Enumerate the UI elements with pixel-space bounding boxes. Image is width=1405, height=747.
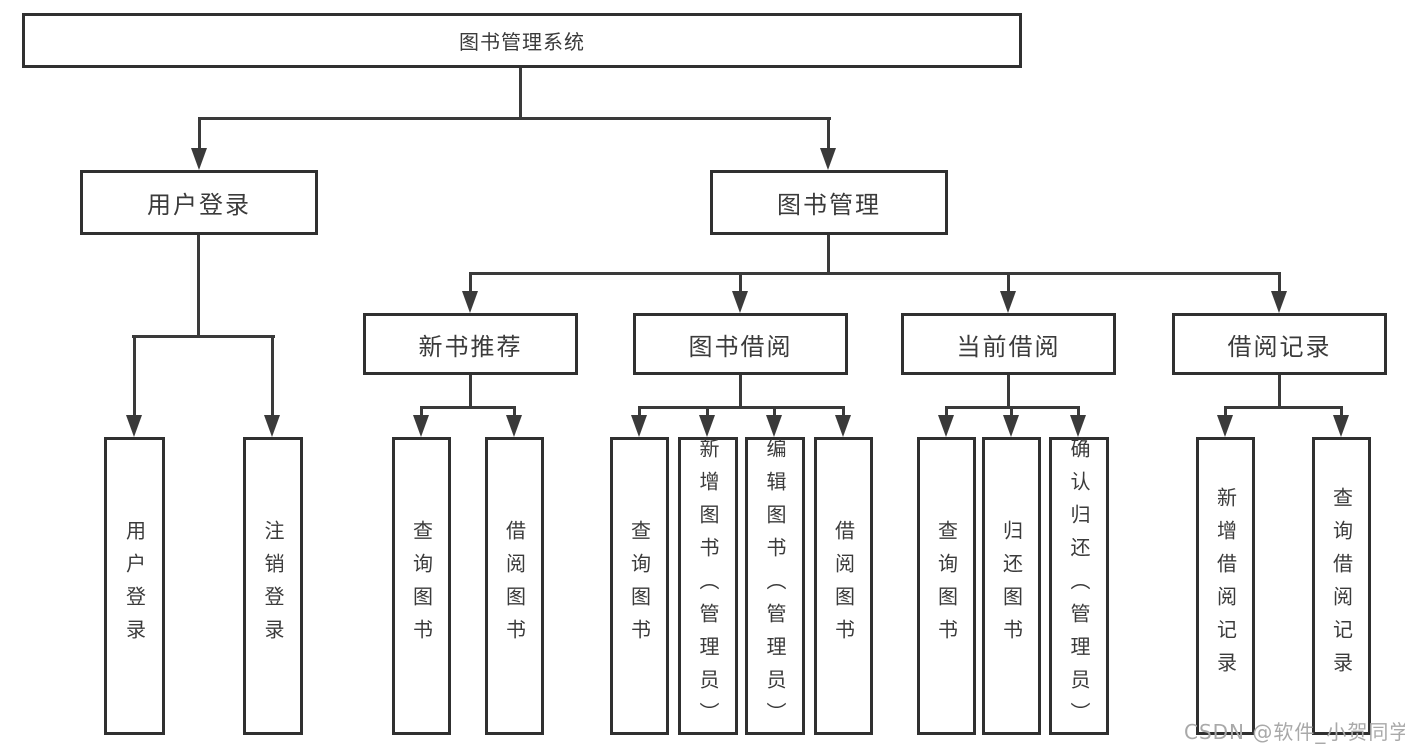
arrowhead-down-icon	[191, 148, 207, 170]
arrowhead-down-icon	[1000, 291, 1016, 313]
node-borrow-records-label: 借阅记录	[1227, 332, 1332, 361]
connector-user-login-rail	[132, 335, 275, 338]
arrowhead-down-icon	[126, 415, 142, 437]
leaf-return-book: 归还图书	[982, 437, 1041, 735]
node-book-borrow-label: 图书借阅	[688, 332, 793, 361]
arrowhead-down-icon	[631, 415, 647, 437]
connector-borrow-trunk	[739, 375, 742, 406]
node-root: 图书管理系统	[22, 13, 1022, 68]
leaf-borrow-query-book: 查询图书	[610, 437, 669, 735]
connector-root-trunk	[519, 68, 522, 117]
connector-stub	[773, 406, 776, 417]
arrowhead-down-icon	[732, 291, 748, 313]
leaf-borrow-query-book-label: 查询图书	[627, 520, 652, 652]
node-user-login: 用户登录	[80, 170, 318, 235]
leaf-logout: 注销登录	[243, 437, 303, 735]
connector-stub	[1340, 406, 1343, 417]
leaf-borrow-book: 借阅图书	[814, 437, 873, 735]
leaf-recommend-borrow-book-label: 借阅图书	[502, 520, 527, 652]
connector-stub-borrow-records	[1278, 272, 1281, 293]
leaf-edit-book-admin: 编辑图书（管理员）	[745, 437, 805, 735]
connector-stub	[513, 406, 516, 417]
leaf-add-borrow-record: 新增借阅记录	[1196, 437, 1255, 735]
connector-stub-leaf-logout	[271, 335, 274, 417]
connector-stub	[420, 406, 423, 417]
connector-current-trunk	[1007, 375, 1010, 406]
leaf-add-book-admin-label: 新增图书（管理员）	[696, 437, 720, 735]
connector-recommend-trunk	[469, 375, 472, 406]
arrowhead-down-icon	[1070, 415, 1086, 437]
connector-stub-current-borrow	[1007, 272, 1010, 293]
node-new-book-recommend: 新书推荐	[363, 313, 578, 375]
node-book-management: 图书管理	[710, 170, 948, 235]
connector-stub	[842, 406, 845, 417]
arrowhead-down-icon	[462, 291, 478, 313]
connector-stub-leaf-user-login	[133, 335, 136, 417]
connector-stub-book-management	[827, 117, 830, 150]
arrowhead-down-icon	[766, 415, 782, 437]
node-new-book-recommend-label: 新书推荐	[418, 332, 523, 361]
connector-stub	[1224, 406, 1227, 417]
connector-modules-rail	[469, 272, 1281, 275]
connector-stub	[1077, 406, 1080, 417]
leaf-recommend-borrow-book: 借阅图书	[485, 437, 544, 735]
leaf-query-borrow-record: 查询借阅记录	[1312, 437, 1371, 735]
leaf-recommend-query-book: 查询图书	[392, 437, 451, 735]
connector-stub	[945, 406, 948, 417]
leaf-confirm-return-admin: 确认归还（管理员）	[1049, 437, 1109, 735]
connector-recommend-rail	[420, 406, 516, 409]
leaf-recommend-query-book-label: 查询图书	[409, 520, 434, 652]
arrowhead-down-icon	[835, 415, 851, 437]
arrowhead-down-icon	[938, 415, 954, 437]
leaf-user-login: 用户登录	[104, 437, 165, 735]
leaf-return-book-label: 归还图书	[999, 520, 1024, 652]
node-current-borrow-label: 当前借阅	[956, 332, 1061, 361]
connector-stub	[638, 406, 641, 417]
node-borrow-records: 借阅记录	[1172, 313, 1387, 375]
connector-records-rail	[1224, 406, 1343, 409]
leaf-add-borrow-record-label: 新增借阅记录	[1213, 487, 1238, 685]
arrowhead-down-icon	[413, 415, 429, 437]
arrowhead-down-icon	[506, 415, 522, 437]
leaf-edit-book-admin-label: 编辑图书（管理员）	[763, 437, 787, 735]
connector-records-trunk	[1278, 375, 1281, 406]
connector-level1-rail	[198, 117, 831, 120]
connector-stub	[1010, 406, 1013, 417]
arrowhead-down-icon	[1003, 415, 1019, 437]
leaf-current-query-book: 查询图书	[917, 437, 976, 735]
leaf-add-book-admin: 新增图书（管理员）	[678, 437, 738, 735]
leaf-user-login-label: 用户登录	[122, 520, 147, 652]
leaf-current-query-book-label: 查询图书	[934, 520, 959, 652]
arrowhead-down-icon	[699, 415, 715, 437]
connector-user-login-trunk	[197, 235, 200, 335]
leaf-logout-label: 注销登录	[261, 520, 285, 652]
connector-stub	[706, 406, 709, 417]
connector-borrow-rail	[638, 406, 845, 409]
node-book-management-label: 图书管理	[777, 191, 881, 219]
node-book-borrow: 图书借阅	[633, 313, 848, 375]
arrowhead-down-icon	[1271, 291, 1287, 313]
connector-stub-book-borrow	[739, 272, 742, 293]
leaf-confirm-return-admin-label: 确认归还（管理员）	[1067, 437, 1091, 735]
arrowhead-down-icon	[1333, 415, 1349, 437]
connector-book-management-trunk	[827, 235, 830, 272]
connector-stub-new-book-recommend	[469, 272, 472, 293]
node-current-borrow: 当前借阅	[901, 313, 1116, 375]
arrowhead-down-icon	[264, 415, 280, 437]
leaf-borrow-book-label: 借阅图书	[831, 520, 856, 652]
connector-stub-user-login	[198, 117, 201, 150]
node-root-label: 图书管理系统	[459, 30, 585, 54]
node-user-login-label: 用户登录	[147, 191, 251, 219]
arrowhead-down-icon	[820, 148, 836, 170]
leaf-query-borrow-record-label: 查询借阅记录	[1329, 487, 1354, 685]
csdn-watermark: CSDN @软件_小贺同学	[1184, 720, 1405, 744]
arrowhead-down-icon	[1217, 415, 1233, 437]
